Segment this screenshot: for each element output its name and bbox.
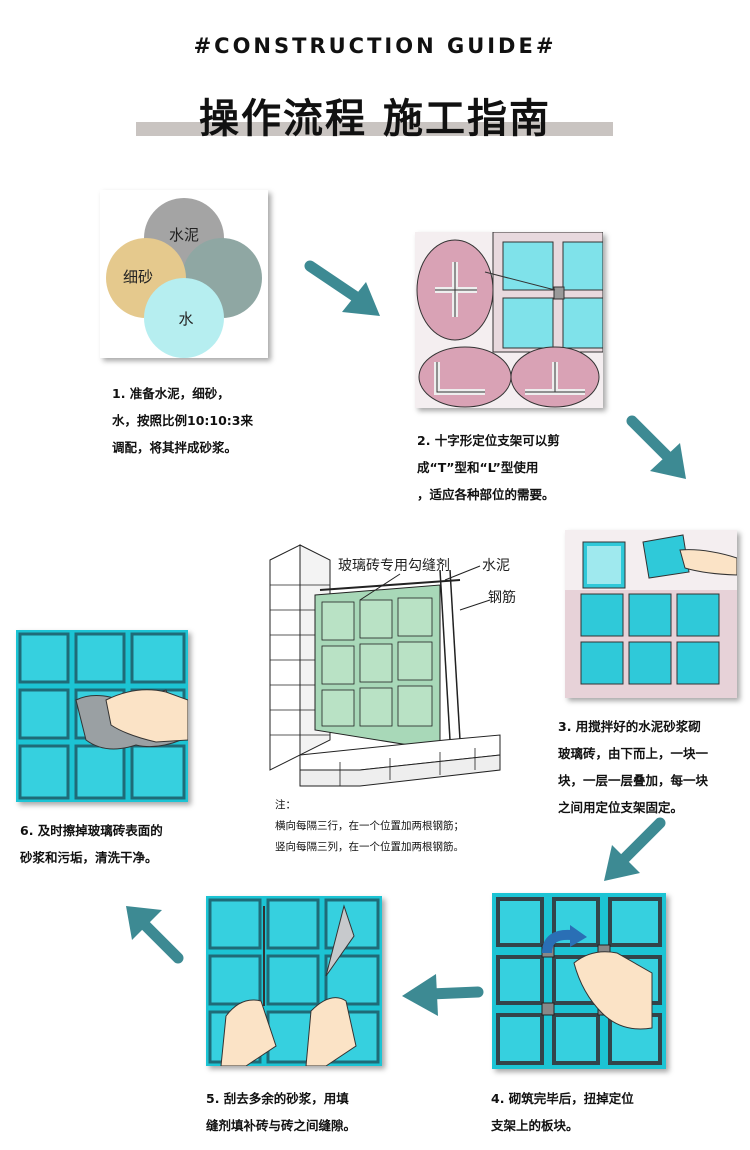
mix-venn-diagram: 水泥 细砂 水 [106,198,262,358]
step1-line1: 1. 准备水泥，细砂， [112,386,230,401]
step5-line1: 5. 刮去多余的砂浆，用填 [206,1091,349,1106]
filling-seams-illustration [208,898,380,1066]
wall-diagram-svg: 玻璃砖专用勾缝剂 水泥 钢筋 [269,544,516,787]
step2-line3: ，适应各种部位的需要。 [417,487,555,502]
step2-line1: 2. 十字形定位支架可以剪 [417,433,560,448]
step3-line1: 3. 用搅拌好的水泥砂浆砌 [558,719,701,734]
page-title: 操作流程 施工指南 [199,95,551,142]
twist-spacer-illustration [496,897,662,1065]
note-heading: 注： [275,799,296,811]
arrow-down-left-icon [604,817,666,881]
wall-diagram: 玻璃砖专用勾缝剂 水泥 钢筋 [260,540,530,790]
step3-image [565,530,737,698]
step3-line3: 块，一层一层叠加，每一块 [558,773,709,788]
arrow-left-icon [402,974,484,1016]
venn-water-label: 水 [178,310,193,328]
step4-line1: 4. 砌筑完毕后，扭掉定位 [491,1091,634,1106]
venn-sand-label: 细砂 [123,268,153,286]
step5-image [206,896,382,1066]
step4-text: 4. 砌筑完毕后，扭掉定位 支架上的板块。 [491,1085,634,1139]
cement-label: 水泥 [482,558,510,574]
step2-image [415,232,603,408]
note-line2: 竖向每隔三列，在一个位置加两根钢筋。 [275,841,464,853]
step4-image [492,893,666,1069]
grout-label: 玻璃砖专用勾缝剂 [338,557,450,574]
step5-line2: 缝剂填补砖与砖之间缝隙。 [206,1118,357,1133]
step6-line2: 砂浆和污垢，清洗干净。 [20,850,158,865]
water-circle [144,278,224,358]
arrow-up-left-icon [126,906,184,964]
step6-text: 6. 及时擦掉玻璃砖表面的 砂浆和污垢，清洗干净。 [20,817,163,871]
laying-bricks-illustration [565,534,737,698]
step2-text: 2. 十字形定位支架可以剪 成“T”型和“L”型使用 ，适应各种部位的需要。 [417,427,560,508]
step3-line4: 之间用定位支架固定。 [558,800,684,815]
step3-line2: 玻璃砖，由下而上，一块一 [558,746,709,761]
header-subtitle: #CONSTRUCTION GUIDE# [193,34,557,58]
step1-image: 水泥 细砂 水 [100,190,268,358]
cleaning-illustration [18,632,188,800]
rebar-label: 钢筋 [488,589,516,606]
spacer-illustration [416,232,603,408]
step6-image [16,630,188,802]
note-line1: 横向每隔三行，在一个位置加两根钢筋； [275,820,464,832]
step5-text: 5. 刮去多余的砂浆，用填 缝剂填补砖与砖之间缝隙。 [206,1085,356,1139]
step1-text: 1. 准备水泥，细砂， 水，按照比例10:10:3来 调配，将其拌成砂浆。 [112,380,253,461]
step2-line2: 成“T”型和“L”型使用 [417,460,539,475]
title-underline [136,122,613,136]
step1-line2: 水，按照比例10:10:3来 [112,413,253,428]
step4-line2: 支架上的板块。 [491,1118,579,1133]
step3-text: 3. 用搅拌好的水泥砂浆砌 玻璃砖，由下而上，一块一 块，一层一层叠加，每一块 … [558,713,708,821]
arrow-down-right-icon [626,415,686,479]
venn-cement-label: 水泥 [169,226,199,244]
arrow-right-down-icon [304,260,380,316]
step6-line1: 6. 及时擦掉玻璃砖表面的 [20,823,163,838]
rebar-note: 注： 横向每隔三行，在一个位置加两根钢筋； 竖向每隔三列，在一个位置加两根钢筋。 [275,795,464,858]
step1-line3: 调配，将其拌成砂浆。 [112,440,238,455]
